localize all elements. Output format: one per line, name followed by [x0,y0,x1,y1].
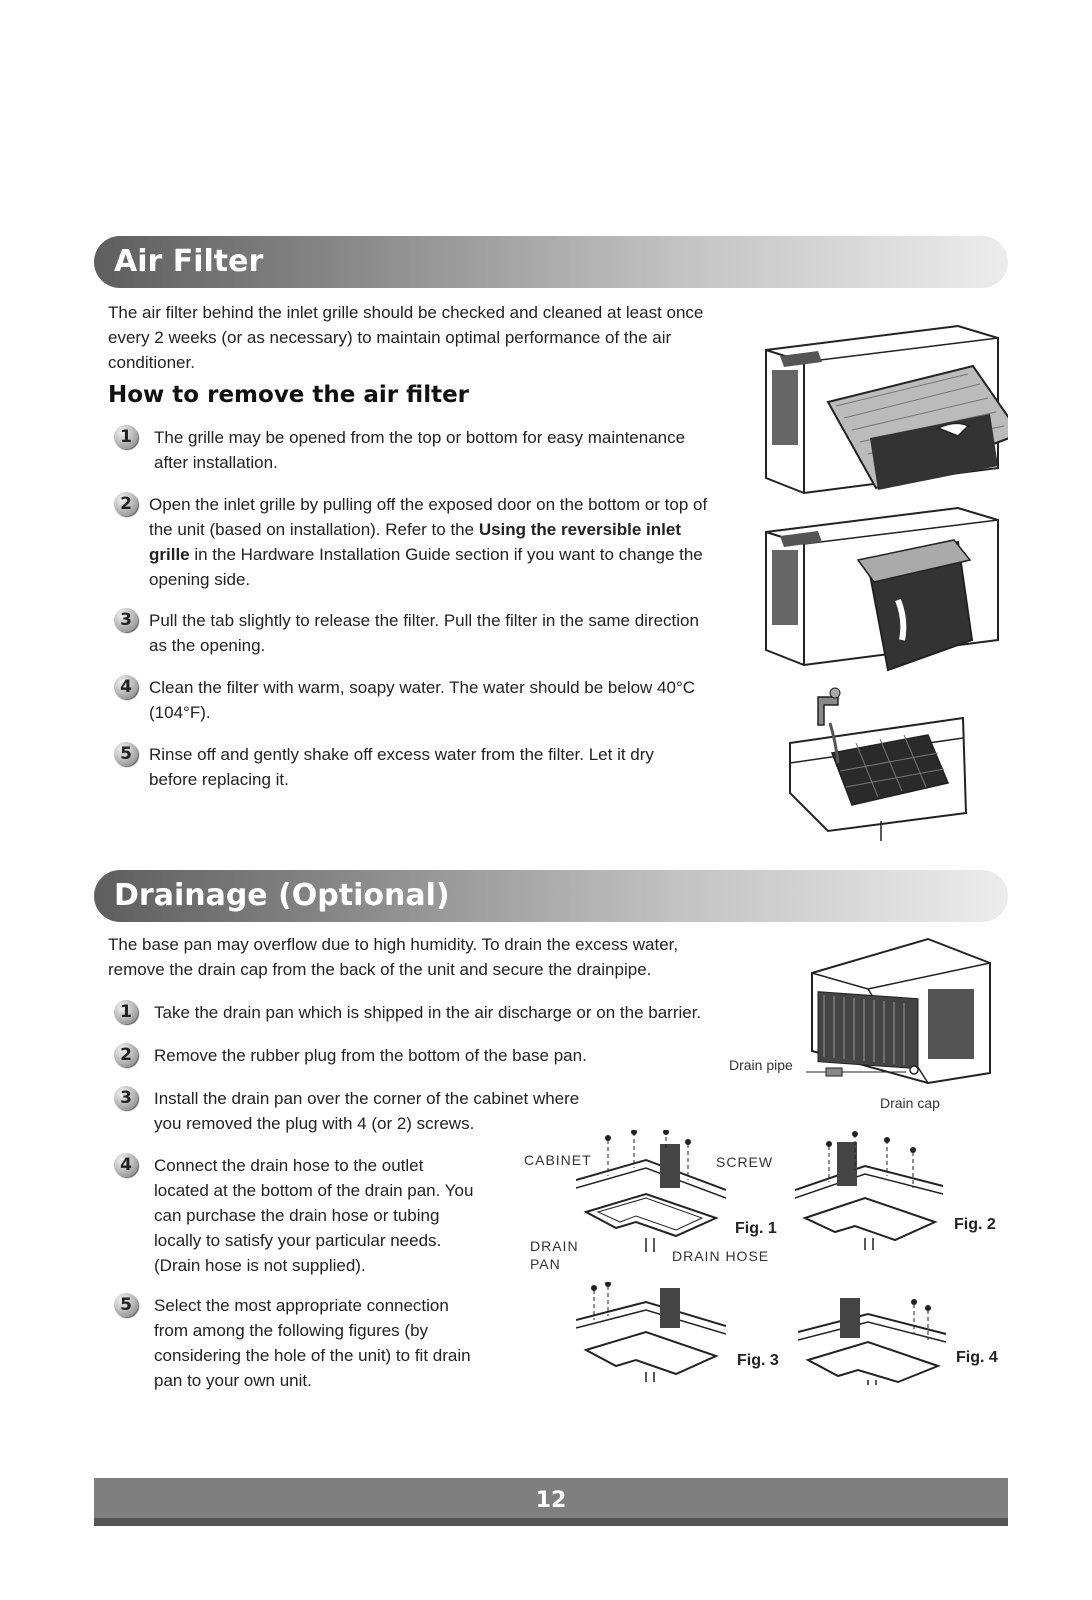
air-filter-step-1: The grille may be opened from the top or… [154,425,685,475]
step-number: 1 [114,425,138,449]
air-filter-subheading: How to remove the air filter [108,382,470,408]
page-footer-bar: 12 [94,1478,1008,1524]
step-line: considering the hole of the unit) to fit… [154,1346,471,1365]
step-line: the unit (based on installation). Refer … [149,517,707,542]
filter-washing-illustration [789,687,968,841]
air-filter-intro: The air filter behind the inlet grille s… [108,300,703,375]
step-line: pan to your own unit. [154,1371,312,1390]
step-number: 3 [114,608,138,632]
step-line: (104°F). [149,703,211,722]
drain-label: DRAIN [530,1238,579,1254]
drainage-step-1: Take the drain pan which is shipped in t… [154,1000,701,1025]
drain-pan-fig-3-illustration [576,1282,726,1382]
screw-label: SCREW [716,1154,774,1170]
air-filter-step-3: Pull the tab slightly to release the fil… [149,608,699,658]
page-number: 12 [535,1488,567,1513]
step-line: from among the following figures (by [154,1321,429,1340]
drainage-step-3: Install the drain pan over the corner of… [154,1086,579,1136]
step-line: located at the bottom of the drain pan. … [154,1181,474,1200]
intro-line: conditioner. [108,353,195,372]
drainage-title: Drainage (Optional) [114,878,450,913]
drain-pan-fig-1-illustration [576,1130,726,1252]
step-number: 5 [114,742,138,766]
drainage-step-5: Select the most appropriate connection f… [154,1293,471,1393]
step-number: 4 [114,1153,138,1177]
step-line: Take the drain pan which is shipped in t… [154,1003,702,1022]
air-filter-step-2: Open the inlet grille by pulling off the… [149,492,707,592]
step-line: after installation. [154,453,278,472]
drain-pan-fig-2-illustration [795,1131,944,1250]
step-line: locally to satisfy your particular needs… [154,1231,442,1250]
step-line: Pull the tab slightly to release the fil… [149,611,699,630]
cabinet-label: CABINET [524,1152,592,1168]
pan-label: PAN [530,1256,561,1272]
step-bold-text: grille [149,545,190,564]
footer-strip [94,1518,1008,1526]
step-number: 1 [114,1000,138,1024]
fig-2-caption: Fig. 2 [954,1216,996,1233]
step-line: Clean the filter with warm, soapy water.… [149,678,696,697]
step-number: 2 [114,1043,138,1067]
drainage-step-2: Remove the rubber plug from the bottom o… [154,1043,587,1068]
step-line: The grille may be opened from the top or… [154,428,686,447]
air-filter-banner: Air Filter [94,236,1008,288]
fig-4-caption: Fig. 4 [956,1349,998,1366]
intro-line: every 2 weeks (or as necessary) to maint… [108,328,672,347]
step-number: 4 [114,675,138,699]
step-line: (Drain hose is not supplied). [154,1256,366,1275]
air-filter-step-5: Rinse off and gently shake off excess wa… [149,742,654,792]
step-line: Connect the drain hose to the outlet [154,1156,424,1175]
air-filter-step-4: Clean the filter with warm, soapy water.… [149,675,695,725]
step-number: 5 [114,1293,138,1317]
step-line: Remove the rubber plug from the bottom o… [154,1046,587,1065]
drainage-step-4: Connect the drain hose to the outlet loc… [154,1153,473,1278]
fig-3-caption: Fig. 3 [737,1352,779,1369]
step-line: Rinse off and gently shake off excess wa… [149,745,654,764]
step-line: Open the inlet grille by pulling off the… [149,495,708,514]
intro-line: The base pan may overflow due to high hu… [108,935,679,954]
step-line: you removed the plug with 4 (or 2) screw… [154,1114,475,1133]
drain-pipe-icon [806,1067,906,1077]
unit-rear-illustration [811,937,991,1085]
filter-removal-illustration-top [765,324,1008,495]
intro-line: The air filter behind the inlet grille s… [108,303,704,322]
air-filter-title: Air Filter [114,244,264,279]
step-line: before replacing it. [149,770,289,789]
drain-pan-fig-4-illustration [798,1298,947,1385]
step-number: 2 [114,492,138,516]
step-line: Install the drain pan over the corner of… [154,1089,580,1108]
step-line: can purchase the drain hose or tubing [154,1206,440,1225]
step-line: grille in the Hardware Installation Guid… [149,542,707,567]
drainage-banner: Drainage (Optional) [94,870,1008,922]
step-line: opening side. [149,570,251,589]
step-line: Select the most appropriate connection [154,1296,449,1315]
drainage-intro: The base pan may overflow due to high hu… [108,932,678,982]
filter-removal-illustration-middle [765,506,999,672]
step-number: 3 [114,1086,138,1110]
step-bold-text: Using the reversible inlet [478,520,681,539]
intro-line: remove the drain cap from the back of th… [108,960,652,979]
step-line: as the opening. [149,636,266,655]
step-text: in the Hardware Installation Guide secti… [189,545,703,564]
drain-hose-label: DRAIN HOSE [672,1248,770,1264]
drain-pipe-label: Drain pipe [729,1057,793,1073]
step-text: the unit (based on installation). Refer … [149,520,479,539]
drain-cap-label: Drain cap [880,1095,940,1111]
fig-1-caption: Fig. 1 [735,1220,777,1237]
